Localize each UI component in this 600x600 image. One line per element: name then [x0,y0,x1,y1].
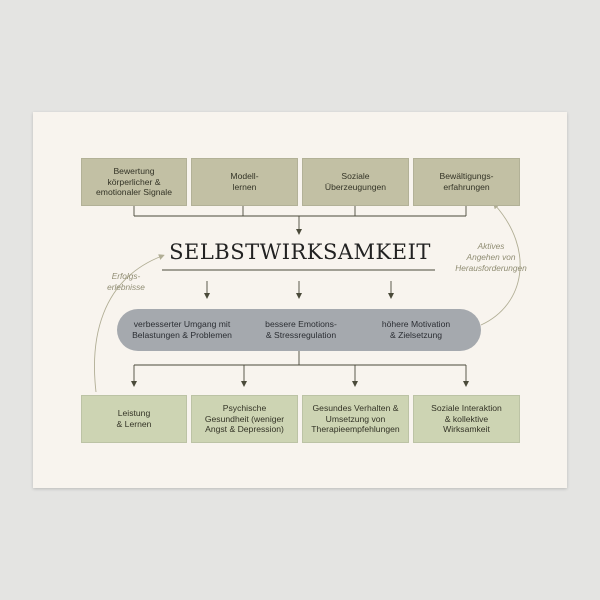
outcome-box-leistung: Leistung & Lernen [81,395,187,443]
outcome-box-psychische-gesundheit: Psychische Gesundheit (weniger Angst & D… [191,395,298,443]
source-connectors [133,205,467,235]
source-label: Modell- lernen [230,171,259,192]
outcome-connectors [131,351,469,387]
source-label: Bewertung körperlicher & emotionaler Sig… [96,165,172,198]
effect-motivation: höhere Motivation & Zielsetzung [381,319,451,340]
source-label: Bewältigungs- erfahrungen [439,171,494,192]
outcome-label: Soziale Interaktion & kollektive Wirksam… [431,402,502,435]
outcome-box-soziale-interaktion: Soziale Interaktion & kollektive Wirksam… [413,395,520,443]
effect-emotionsregulation: bessere Emotions- & Stressregulation [265,319,337,340]
effect-arrows [204,281,394,299]
outcome-label: Gesundes Verhalten & Umsetzung von Thera… [311,402,400,435]
feedback-right-note: Aktives Angehen von Herausforderungen [455,241,527,273]
outcome-label: Psychische Gesundheit (weniger Angst & D… [204,402,285,435]
outcome-box-gesundes-verhalten: Gesundes Verhalten & Umsetzung von Thera… [302,395,409,443]
outcome-label: Leistung & Lernen [116,408,152,429]
source-box-soziale-ueberzeugungen: Soziale Überzeugungen [302,158,409,206]
feedback-left-curve [94,254,165,393]
source-label: Soziale Überzeugungen [324,171,387,192]
source-box-bewaeltigung: Bewältigungs- erfahrungen [413,158,520,206]
feedback-left-note: Erfolgs- erlebnisse [107,271,145,292]
effect-umgang: verbesserter Umgang mit Belastungen & Pr… [132,319,232,340]
effects-pill: verbesserter Umgang mit Belastungen & Pr… [117,309,481,351]
source-box-bewertung: Bewertung körperlicher & emotionaler Sig… [81,158,187,206]
diagram-title: SELBSTWIRKSAMKEIT [169,240,431,264]
feedback-right-curve [480,202,521,326]
source-box-modelllernen: Modell- lernen [191,158,298,206]
